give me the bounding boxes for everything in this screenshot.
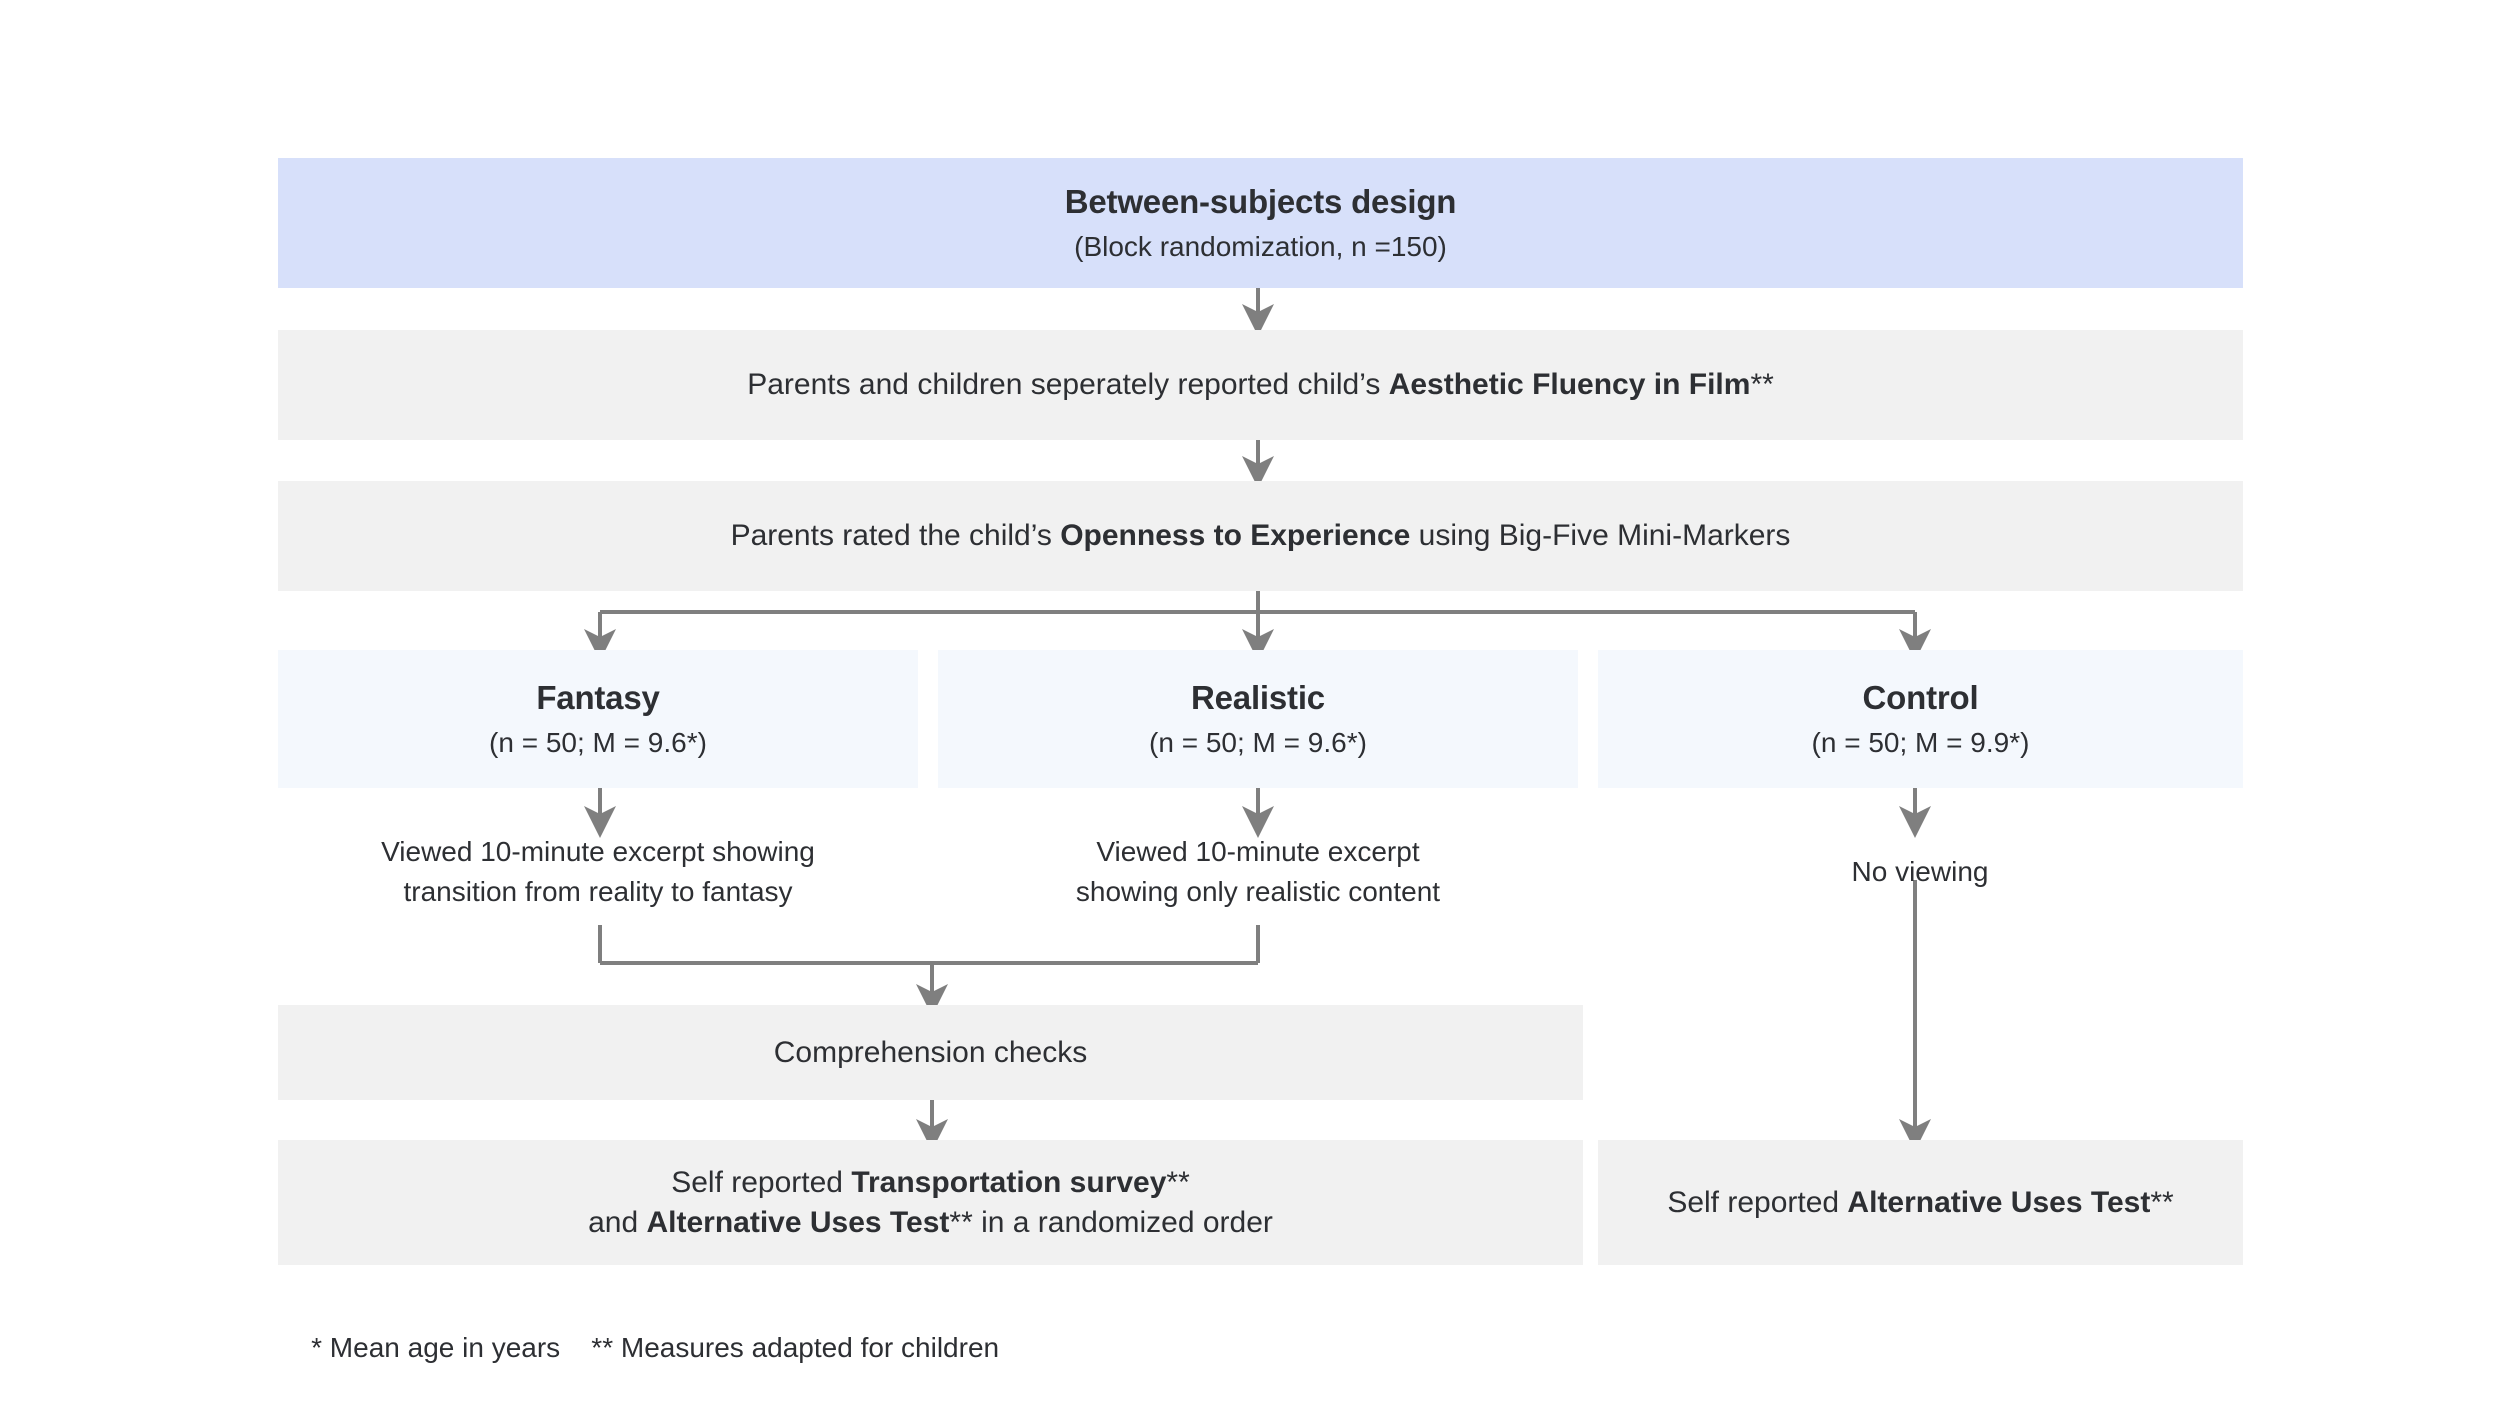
- openness-pre: Parents rated the child’s: [730, 519, 1061, 553]
- outcome-control-bold: Alternative Uses Test: [1847, 1185, 2151, 1219]
- condition-box-realistic: Realistic (n = 50; M = 9.6*): [938, 650, 1578, 788]
- viewing-fantasy-line2: transition from reality to fantasy: [403, 875, 793, 907]
- design-title: Between-subjects design: [1064, 182, 1457, 220]
- outcome-exp-line2-pre: and: [588, 1205, 647, 1239]
- footnote-star: * Mean age in years: [311, 1332, 561, 1363]
- openness-bold: Openness to Experience: [1060, 519, 1411, 553]
- outcome-exp-line1-pre: Self reported: [671, 1165, 852, 1199]
- design-subtitle: (Block randomization, n =150): [1074, 231, 1447, 263]
- outcome-box-experimental: Self reported Transportation survey** an…: [278, 1140, 1583, 1265]
- outcome-box-control: Self reported Alternative Uses Test**: [1598, 1140, 2243, 1265]
- viewing-text-control: No viewing: [1620, 852, 2220, 892]
- comprehension-checks-box: Comprehension checks: [278, 1005, 1583, 1100]
- condition-name-control: Control: [1862, 678, 1979, 716]
- condition-stats-realistic: (n = 50; M = 9.6*): [1149, 727, 1367, 759]
- aesthetic-fluency-box: Parents and children seperately reported…: [278, 330, 2243, 440]
- outcome-exp-line2-post: ** in a randomized order: [949, 1205, 1273, 1239]
- aesthetic-fluency-pre: Parents and children seperately reported…: [747, 368, 1389, 402]
- outcome-control-pre: Self reported: [1667, 1185, 1848, 1219]
- comprehension-checks-label: Comprehension checks: [773, 1035, 1088, 1069]
- openness-label: Parents rated the child’s Openness to Ex…: [731, 516, 1791, 556]
- outcome-exp-line2-bold: Alternative Uses Test: [646, 1205, 950, 1239]
- outcome-exp-line1-post: **: [1166, 1165, 1190, 1199]
- condition-name-realistic: Realistic: [1191, 678, 1325, 716]
- aesthetic-fluency-label: Parents and children seperately reported…: [747, 365, 1774, 405]
- condition-stats-fantasy: (n = 50; M = 9.6*): [489, 727, 707, 759]
- footnote-legend: * Mean age in years ** Measures adapted …: [280, 1300, 999, 1396]
- viewing-text-realistic: Viewed 10-minute excerpt showing only re…: [960, 832, 1556, 912]
- openness-post: using Big-Five Mini-Markers: [1410, 519, 1791, 553]
- condition-stats-control: (n = 50; M = 9.9*): [1811, 727, 2030, 759]
- viewing-realistic-line2: showing only realistic content: [1075, 875, 1441, 907]
- outcome-experimental-line2: and Alternative Uses Test** in a randomi…: [588, 1203, 1273, 1243]
- outcome-experimental-line1: Self reported Transportation survey**: [671, 1163, 1190, 1203]
- footnote-spacer: [560, 1332, 591, 1363]
- design-box: Between-subjects design (Block randomiza…: [278, 158, 2243, 288]
- outcome-control-post: **: [2150, 1185, 2174, 1219]
- aesthetic-fluency-post: **: [1750, 368, 1774, 402]
- condition-box-control: Control (n = 50; M = 9.9*): [1598, 650, 2243, 788]
- condition-name-fantasy: Fantasy: [536, 678, 660, 716]
- condition-box-fantasy: Fantasy (n = 50; M = 9.6*): [278, 650, 918, 788]
- aesthetic-fluency-bold: Aesthetic Fluency in Film: [1388, 368, 1751, 402]
- viewing-control-line1: No viewing: [1851, 856, 1989, 887]
- outcome-control-label: Self reported Alternative Uses Test**: [1667, 1183, 2173, 1223]
- viewing-fantasy-line1: Viewed 10-minute excerpt showing: [381, 836, 815, 867]
- openness-box: Parents rated the child’s Openness to Ex…: [278, 481, 2243, 591]
- viewing-realistic-line1: Viewed 10-minute excerpt: [1096, 836, 1420, 867]
- viewing-text-fantasy: Viewed 10-minute excerpt showing transit…: [300, 832, 896, 912]
- outcome-exp-line1-bold: Transportation survey: [851, 1165, 1167, 1199]
- footnote-double-star: ** Measures adapted for children: [591, 1332, 1000, 1363]
